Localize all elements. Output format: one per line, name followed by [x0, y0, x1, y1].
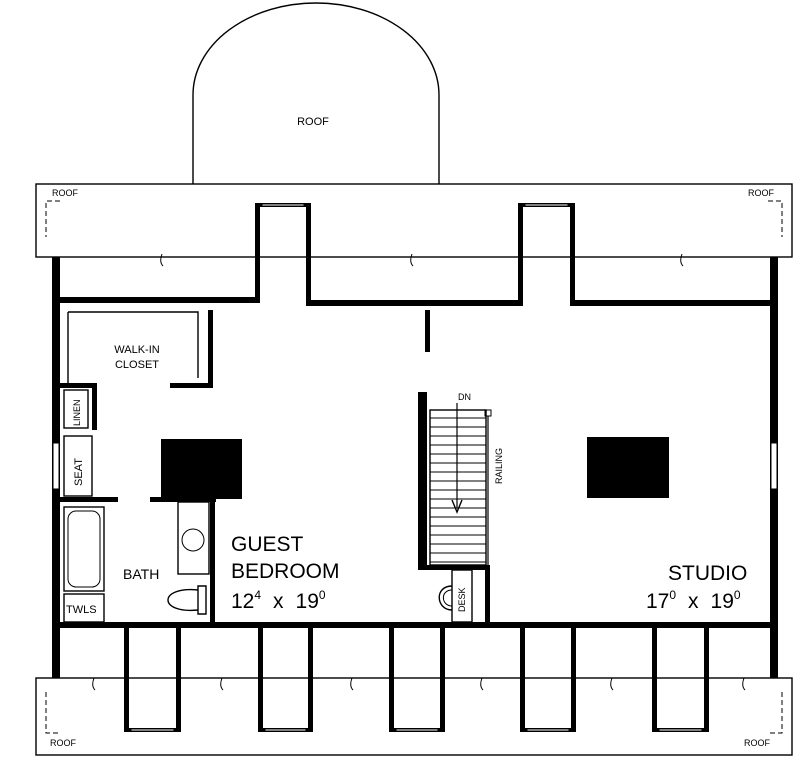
bath-wall-mid [60, 497, 118, 502]
towels-label: TWLS [66, 604, 97, 616]
sink-basin [181, 528, 205, 552]
guest-bedroom-label-2: BEDROOM [231, 560, 340, 583]
bathtub [63, 506, 105, 592]
seat-label: SEAT [73, 458, 85, 486]
top-roof-band [35, 183, 793, 258]
towel-closet [63, 593, 105, 623]
interior-wall-top-left [60, 297, 260, 303]
dome-roof-label: ROOF [297, 116, 329, 128]
bottom-dormers [124, 622, 709, 732]
linen-label: LINEN [72, 399, 82, 426]
walk-in-closet-label-2: CLOSET [115, 359, 159, 371]
roof-label-bottom-left: ROOF [50, 738, 77, 748]
seat [63, 435, 93, 497]
partition-stub [425, 310, 430, 352]
top-dormer-ticks [160, 253, 684, 267]
chimney-studio [587, 437, 669, 498]
stair-wall-right [485, 565, 490, 622]
stair-treads [430, 417, 486, 563]
walk-in-closet-label: WALK-IN [114, 344, 159, 356]
bathtub-inner [67, 510, 101, 588]
stairs [429, 409, 487, 566]
linen-closet [63, 389, 89, 429]
closet-wall-bottom [170, 383, 213, 388]
desk-chair-inner [442, 589, 453, 607]
closet-wall-right [208, 310, 213, 388]
bath-wall-vertical [92, 383, 97, 430]
top-dormer-left [255, 203, 311, 303]
chimney-guest [161, 439, 242, 499]
dome-roof [192, 2, 440, 184]
window-left [52, 442, 60, 490]
desk [451, 569, 473, 623]
roof-label-bottom-right: ROOF [744, 738, 771, 748]
roof-corner-top-right [768, 200, 783, 237]
bath-wall-top [60, 383, 96, 388]
interior-wall-top-right [570, 300, 770, 306]
stair-wall-bottom [418, 565, 490, 570]
toilet [167, 585, 207, 615]
roof-label-top-left: ROOF [52, 188, 79, 198]
sink-counter [177, 501, 210, 575]
stair-wall-left [418, 392, 427, 570]
bath-partition-vertical [210, 497, 215, 622]
top-dormer-right [518, 203, 575, 303]
bottom-dormer-ticks [92, 677, 746, 691]
roof-corner-bottom-right [768, 692, 783, 734]
roof-label-top-right: ROOF [748, 188, 775, 198]
interior-wall-top-middle [306, 300, 523, 306]
walk-in-closet-walls [67, 311, 199, 383]
guest-bedroom-label-1: GUEST [231, 533, 304, 556]
window-right [770, 442, 778, 490]
stair-direction-arrow [451, 499, 463, 514]
studio-label: STUDIO [668, 562, 747, 585]
stair-down-label: DN [458, 392, 471, 402]
roof-corner-bottom-left [45, 692, 60, 734]
roof-corner-top-left [45, 200, 60, 237]
bath-partition-top [150, 497, 216, 502]
bottom-roof-band [35, 677, 793, 756]
bath-label: BATH [123, 566, 159, 582]
interior-wall-bottom [60, 622, 778, 628]
railing-label: RAILING [494, 448, 504, 484]
desk-label: DESK [457, 587, 467, 612]
desk-chair [438, 585, 453, 611]
